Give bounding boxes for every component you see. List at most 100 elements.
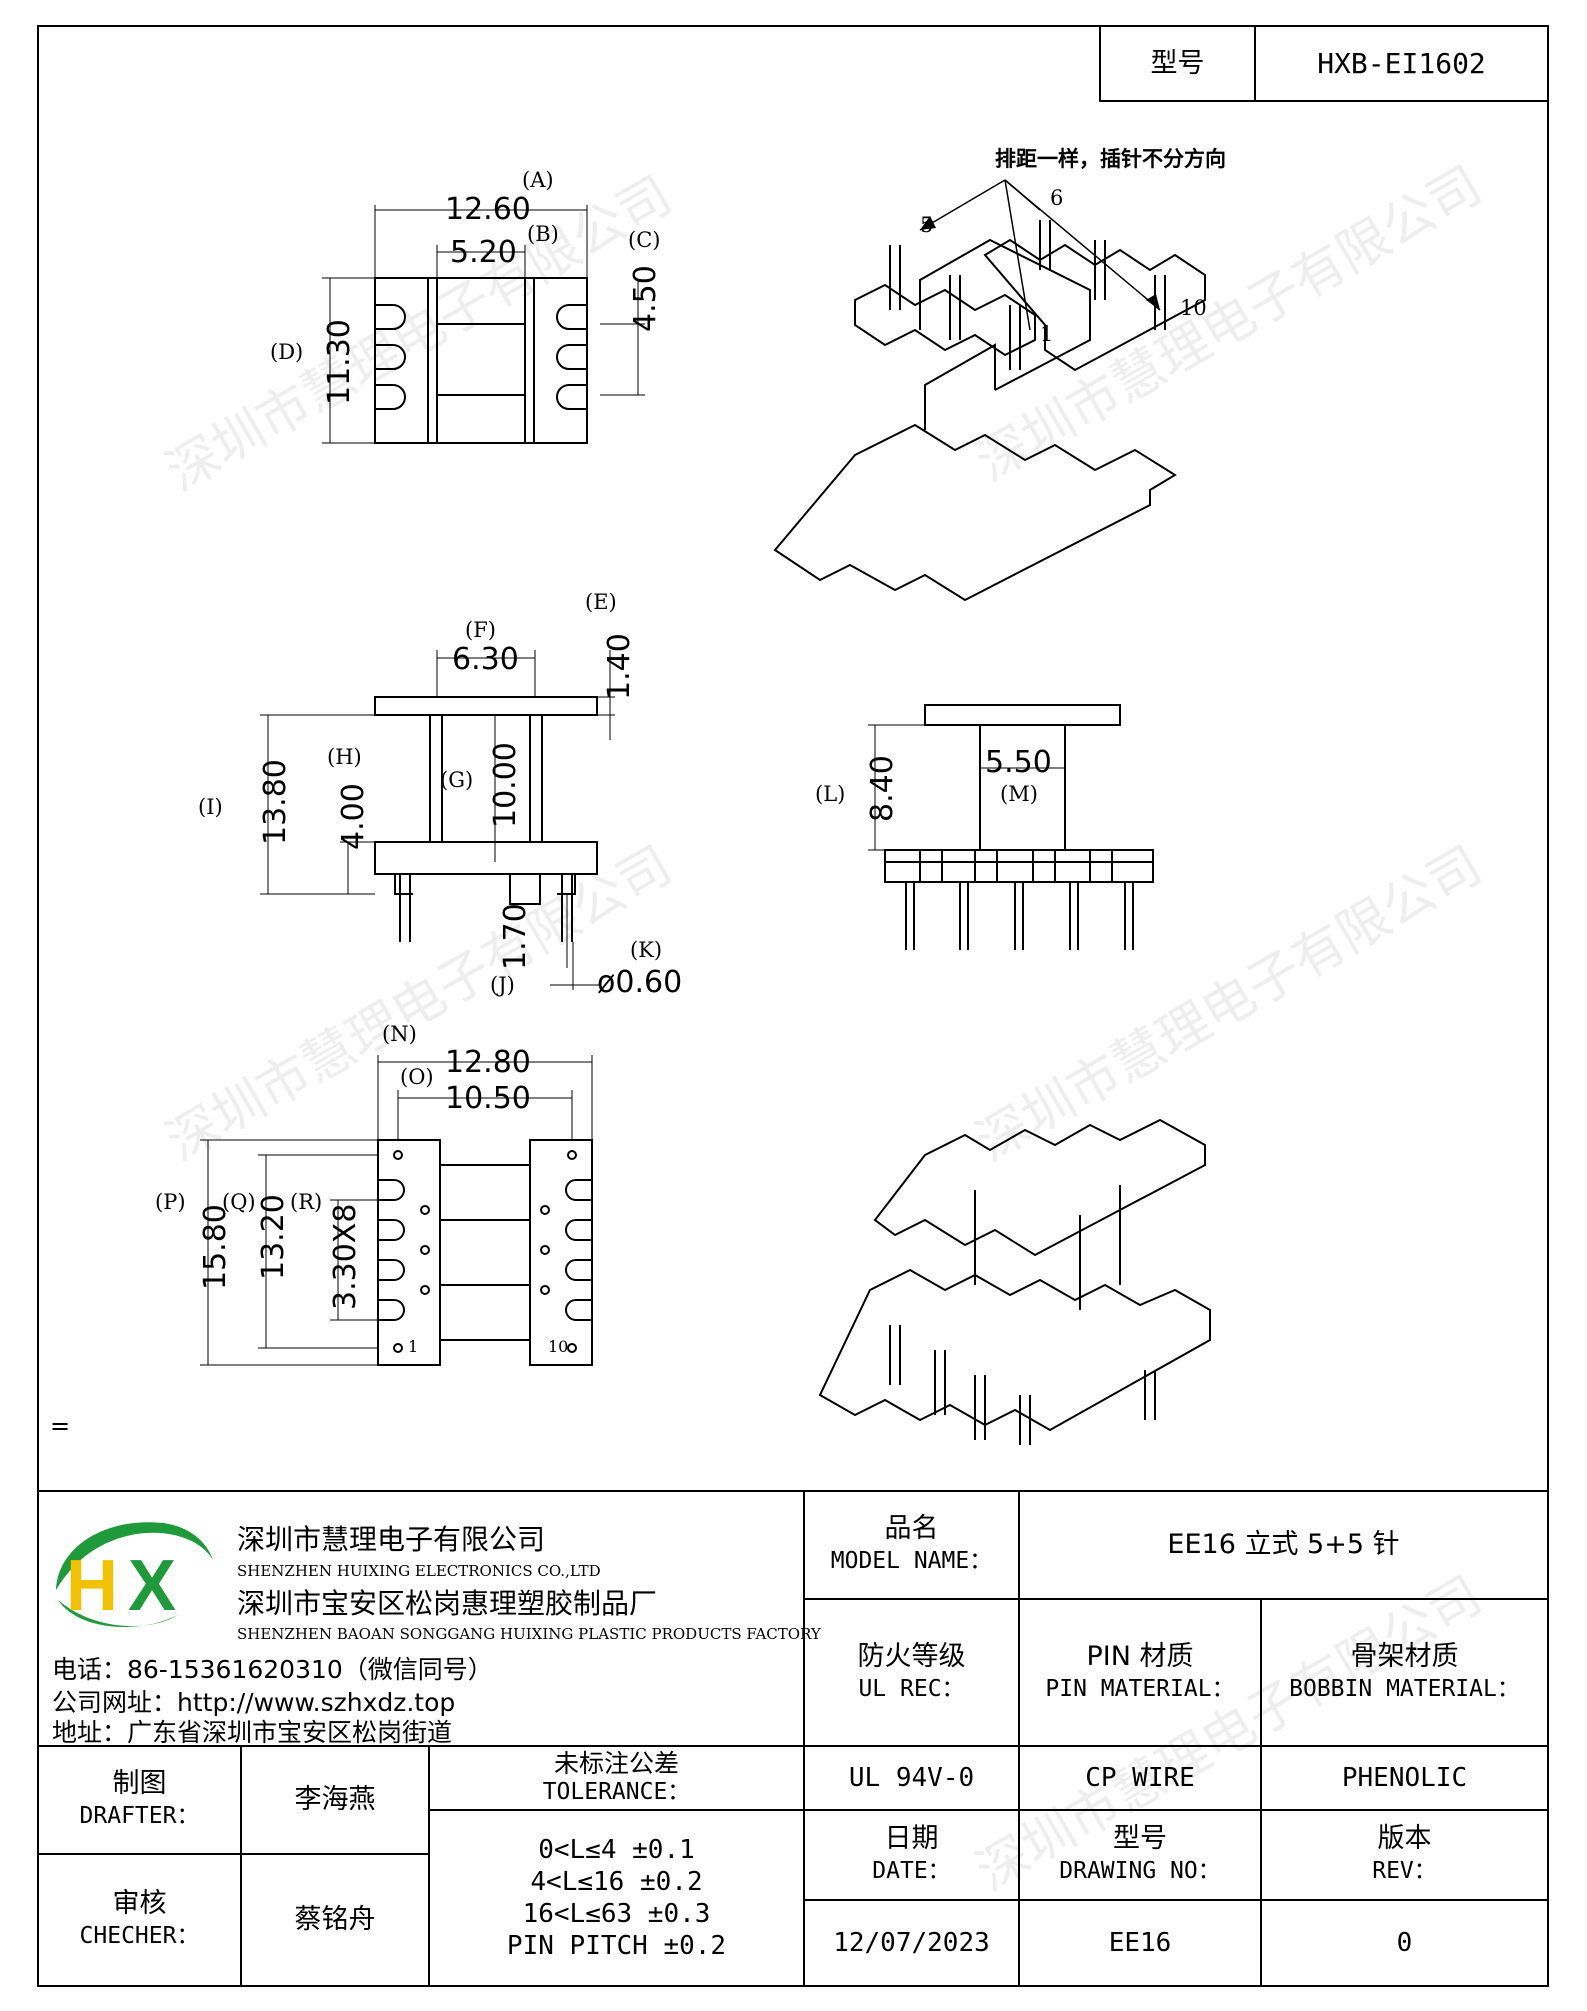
- drafter-cn: 制图: [112, 1768, 167, 1799]
- pin-value-cell: CP WIRE: [1018, 1745, 1262, 1811]
- checker-cn: 审核: [112, 1888, 167, 1919]
- tolerance-en: TOLERANCE：: [542, 1779, 691, 1805]
- date-value: 12/07/2023: [833, 1928, 990, 1958]
- dim-k: ø0.60: [597, 965, 683, 1000]
- rev-value: 0: [1396, 1928, 1413, 1958]
- label-r: (R): [290, 1190, 323, 1214]
- ul-cn: 防火等级: [857, 1640, 966, 1672]
- label-q: (Q): [222, 1190, 256, 1214]
- tolerance-values-cell: 0<L≤4 ±0.1 4<L≤16 ±0.2 16<L≤63 ±0.3 PIN …: [428, 1809, 805, 1987]
- pin-material-label-cell: PIN 材质 PIN MATERIAL：: [1018, 1598, 1262, 1747]
- date-value-cell: 12/07/2023: [803, 1899, 1020, 1987]
- pin-material-cn: PIN 材质: [1086, 1640, 1194, 1672]
- logo-x: X: [128, 1546, 176, 1626]
- label-o: (O): [400, 1065, 434, 1089]
- checker-label-cell: 审核 CHECHER：: [37, 1853, 242, 1987]
- factory-name-cn: 深圳市宝安区松岗惠理塑胶制品厂: [237, 1587, 658, 1620]
- dim-m: 5.50: [985, 745, 1052, 780]
- side-view: [868, 704, 1154, 950]
- bobbin-material-en: BOBBIN MATERIAL：: [1289, 1675, 1520, 1702]
- dim-n: 12.80: [445, 1045, 531, 1080]
- label-f: (F): [465, 618, 496, 642]
- model-value-cell: HXB-EI1602: [1254, 25, 1549, 102]
- rev-en: REV：: [1372, 1858, 1437, 1884]
- model-name-value-cell: EE16 立式 5+5 针: [1018, 1490, 1549, 1600]
- dim-j: 1.70: [498, 903, 533, 970]
- company-phone: 电话：86-15361620310（微信同号）: [52, 1655, 493, 1684]
- pin-value: CP WIRE: [1085, 1763, 1195, 1793]
- drawing-no-label-cell: 型号 DRAWING NO：: [1018, 1809, 1262, 1901]
- dim-l: 8.40: [865, 755, 900, 822]
- drafter-en: DRAFTER：: [79, 1803, 200, 1829]
- label-e: (E): [585, 590, 617, 614]
- company-name-cn: 深圳市慧理电子有限公司: [237, 1523, 546, 1556]
- dim-c: 4.50: [628, 265, 663, 332]
- tolerance-row: 4<L≤16 ±0.2: [530, 1867, 703, 1897]
- date-en: DATE：: [872, 1858, 951, 1884]
- dim-q: 13.20: [256, 1194, 291, 1280]
- drafter-label-cell: 制图 DRAFTER：: [37, 1745, 242, 1855]
- tolerance-row: 16<L≤63 ±0.3: [522, 1899, 711, 1929]
- ul-value: UL 94V-0: [848, 1763, 975, 1793]
- company-address: 地址：广东省深圳市宝安区松岗街道: [52, 1718, 453, 1747]
- dim-i: 13.80: [258, 759, 293, 845]
- model-label: 型号: [1150, 47, 1205, 79]
- pin-note: 排距一样，插针不分方向: [995, 146, 1226, 171]
- date-label-cell: 日期 DATE：: [803, 1809, 1020, 1901]
- pin-number: 6: [1050, 186, 1064, 210]
- bobbin-material-cn: 骨架材质: [1350, 1640, 1459, 1672]
- factory-name-en: SHENZHEN BAOAN SONGGANG HUIXING PLASTIC …: [237, 1625, 821, 1643]
- dim-e: 1.40: [602, 633, 637, 700]
- label-j: (J): [490, 973, 515, 997]
- checker-en: CHECHER：: [79, 1923, 200, 1949]
- label-d: (D): [270, 340, 304, 364]
- dim-b: 5.20: [450, 235, 517, 270]
- label-l: (L): [815, 782, 846, 806]
- pin-number: 10: [1180, 296, 1207, 320]
- label-k: (K): [630, 938, 663, 962]
- drawing-no-value-cell: EE16: [1018, 1899, 1262, 1987]
- drawing-no-en: DRAWING NO：: [1059, 1858, 1221, 1884]
- dim-d: 11.30: [322, 319, 357, 405]
- label-b: (B): [527, 222, 559, 246]
- top-view: [322, 205, 645, 444]
- ul-en: UL REC：: [858, 1675, 965, 1702]
- label-m: (M): [1000, 782, 1038, 806]
- pin-number: 1: [408, 1337, 419, 1356]
- pin-material-en: PIN MATERIAL：: [1045, 1675, 1235, 1702]
- rev-label-cell: 版本 REV：: [1260, 1809, 1549, 1901]
- rev-value-cell: 0: [1260, 1899, 1549, 1987]
- tolerance-row: PIN PITCH ±0.2: [506, 1931, 727, 1961]
- tolerance-label-cell: 未标注公差 TOLERANCE：: [428, 1745, 805, 1811]
- dim-p: 15.80: [198, 1204, 233, 1290]
- technical-drawing: [200, 179, 1211, 1445]
- pin-number: 10: [548, 1337, 569, 1356]
- company-website: 公司网址：http://www.szhxdz.top: [52, 1688, 456, 1717]
- drawing-no-value: EE16: [1108, 1928, 1172, 1958]
- model-value: HXB-EI1602: [1317, 46, 1486, 80]
- drawing-no-cn: 型号: [1113, 1823, 1167, 1854]
- model-name-en: MODEL NAME：: [830, 1548, 993, 1574]
- label-h: (H): [327, 745, 362, 769]
- model-name-label-cell: 品名 MODEL NAME：: [803, 1490, 1020, 1600]
- bobbin-value-cell: PHENOLIC: [1260, 1745, 1549, 1811]
- iso-view-bottom: [818, 1118, 1211, 1445]
- pin-number: 1: [1040, 322, 1054, 346]
- date-cn: 日期: [884, 1823, 939, 1854]
- checker-value: 蔡铭舟: [294, 1904, 376, 1935]
- dim-h: 4.00: [336, 783, 371, 850]
- tolerance-row: 0<L≤4 ±0.1: [538, 1835, 695, 1865]
- ul-value-cell: UL 94V-0: [803, 1745, 1020, 1811]
- dim-o: 10.50: [445, 1081, 531, 1116]
- checker-value-cell: 蔡铭舟: [240, 1853, 430, 1987]
- logo-h: H: [66, 1546, 118, 1626]
- dim-a: 12.60: [445, 192, 531, 227]
- rev-cn: 版本: [1377, 1823, 1432, 1854]
- iso-view-top: [773, 179, 1206, 602]
- dim-g: 10.00: [488, 742, 523, 828]
- company-logo: H X: [56, 1522, 213, 1627]
- label-p: (P): [155, 1190, 186, 1214]
- dim-f: 6.30: [452, 642, 519, 677]
- tolerance-cn: 未标注公差: [553, 1749, 679, 1778]
- dim-r: 3.30X8: [328, 1203, 363, 1310]
